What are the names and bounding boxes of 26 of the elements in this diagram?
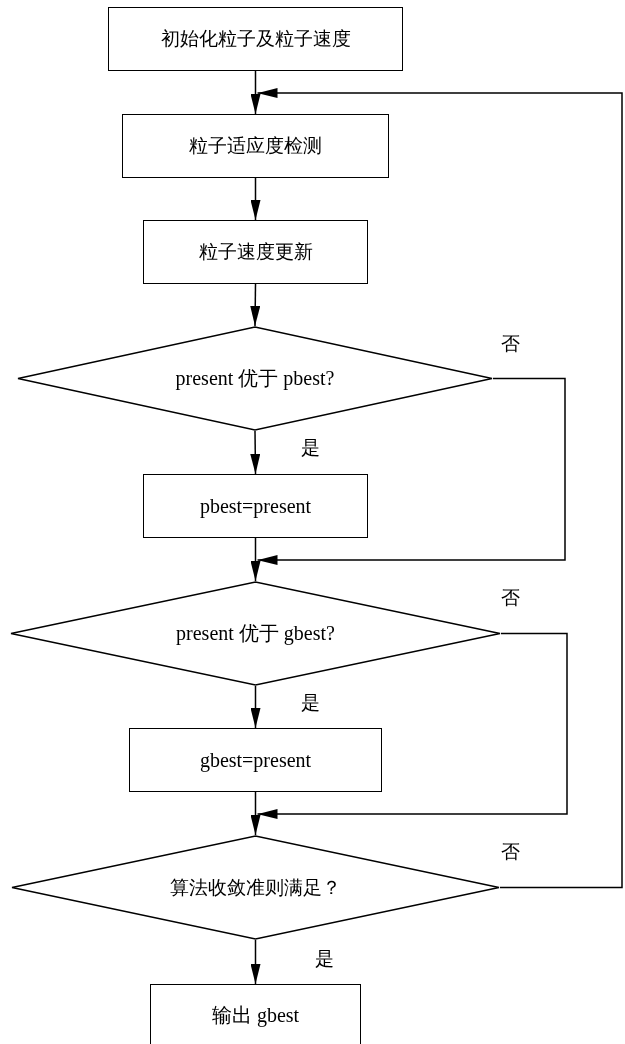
decision-diamond: present 优于 pbest?	[17, 326, 493, 431]
edge-label: 否	[500, 587, 521, 608]
arrow	[250, 430, 261, 475]
arrow	[256, 88, 623, 889]
process-box: 初始化粒子及粒子速度	[108, 7, 403, 71]
arrow	[250, 283, 261, 327]
process-box: pbest=present	[143, 474, 368, 538]
arrow	[250, 70, 261, 115]
process-box: 粒子适应度检测	[122, 114, 389, 178]
arrow	[250, 791, 261, 836]
decision-diamond: present 优于 gbest?	[10, 581, 501, 686]
arrow	[256, 377, 566, 565]
edge-label: 是	[300, 692, 321, 713]
decision-diamond: 算法收敛准则满足？	[11, 835, 500, 940]
edge-label: 否	[500, 333, 521, 354]
process-box: 粒子速度更新	[143, 220, 368, 284]
process-box: 输出 gbest	[150, 984, 361, 1044]
arrow	[250, 939, 261, 985]
arrow	[250, 685, 261, 729]
edge-label: 是	[314, 948, 335, 969]
arrow	[250, 537, 261, 582]
edge-label: 是	[300, 437, 321, 458]
edge-label: 否	[500, 841, 521, 862]
arrow	[250, 177, 261, 221]
arrow	[256, 632, 568, 819]
process-box: gbest=present	[129, 728, 382, 792]
